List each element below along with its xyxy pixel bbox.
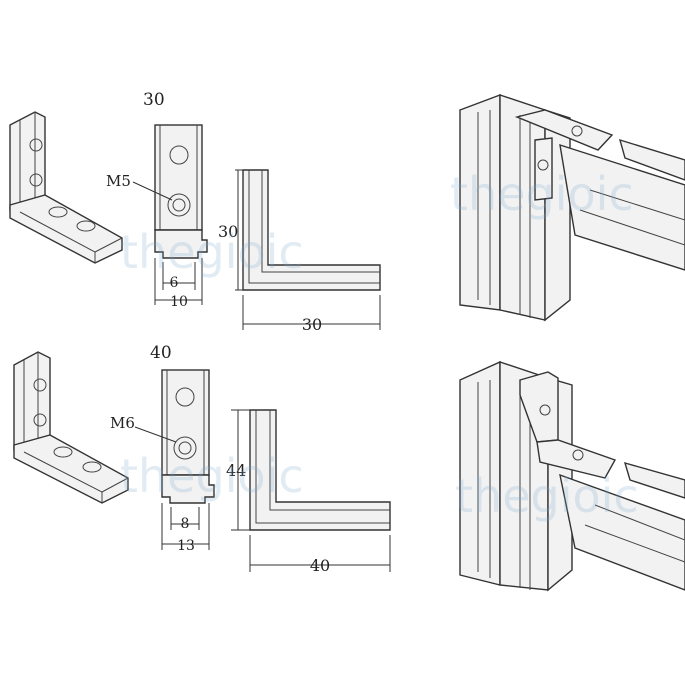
assembly-view-30 bbox=[459, 93, 685, 322]
dim-slot-inner-40: 8 bbox=[181, 516, 190, 532]
bracket-3d-view-40 bbox=[13, 351, 129, 504]
bracket-front-view-30 bbox=[132, 124, 208, 305]
bracket-side-view-40 bbox=[231, 409, 391, 572]
watermark-text: thegioic bbox=[455, 469, 639, 523]
dim-slot-outer-30: 10 bbox=[170, 294, 188, 310]
dim-slot-inner-30: 6 bbox=[170, 275, 179, 291]
watermark-text: thegioic bbox=[120, 449, 304, 503]
dim-length-40: 40 bbox=[310, 556, 330, 575]
dim-height-30: 30 bbox=[218, 222, 238, 241]
dim-length-30: 30 bbox=[302, 315, 322, 334]
dim-height-40: 44 bbox=[226, 461, 246, 480]
bracket-front-view-40 bbox=[134, 369, 215, 550]
watermark-text: thegioic bbox=[450, 167, 634, 221]
series-label-30: 30 bbox=[143, 90, 165, 110]
dim-slot-outer-40: 13 bbox=[177, 538, 195, 554]
screw-label-m6: M6 bbox=[110, 414, 135, 432]
row-30-series: 30 M5 6 10 30 30 bbox=[9, 90, 685, 334]
bracket-3d-view-30 bbox=[9, 111, 123, 264]
series-label-40: 40 bbox=[150, 343, 172, 363]
row-40-series: 40 M6 8 13 44 40 bbox=[13, 343, 685, 592]
screw-label-m5: M5 bbox=[106, 172, 131, 190]
assembly-view-40 bbox=[459, 360, 685, 592]
watermark-text: thegioic bbox=[120, 225, 304, 279]
bracket-side-view-30 bbox=[235, 169, 381, 330]
